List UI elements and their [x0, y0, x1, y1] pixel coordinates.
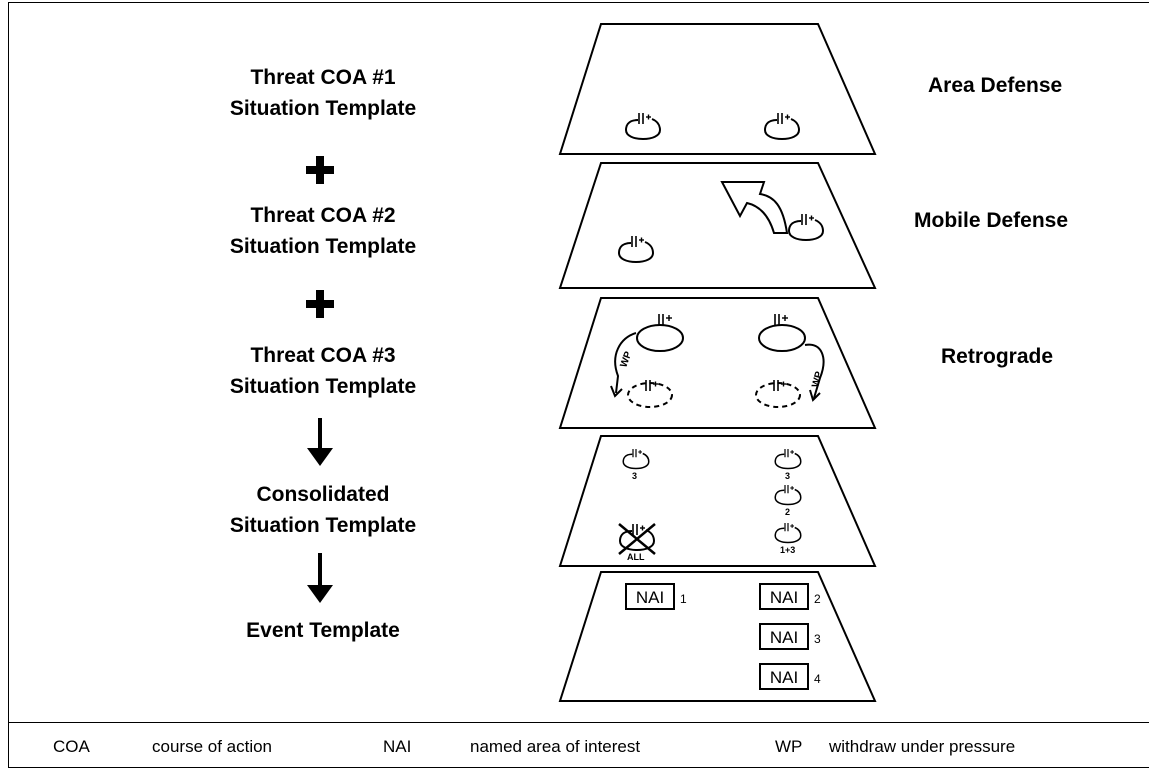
step-threat-coa-2: Threat COA #2 Situation Template	[173, 200, 473, 262]
unit-number: 3	[785, 471, 790, 481]
nai-box-3: NAI 3	[759, 623, 821, 650]
down-arrow-connector-1	[307, 418, 333, 466]
legend-coa-meaning: course of action	[152, 737, 273, 756]
step-consolidated: Consolidated Situation Template	[173, 479, 473, 541]
all-label: ALL	[627, 552, 645, 562]
nai-box-4: NAI 4	[759, 663, 821, 690]
legend-wp-meaning: withdraw under pressure	[829, 737, 1016, 756]
counterattack-arrow-icon	[720, 181, 789, 234]
step-event-template: Event Template	[173, 615, 473, 646]
layer-label-retrograde: Retrograde	[941, 345, 1054, 368]
legend-divider	[8, 722, 1149, 723]
nai-number: 1	[680, 592, 687, 606]
wp-label: WP	[618, 350, 634, 369]
layer-mobile-defense	[558, 162, 877, 289]
nai-number: 4	[814, 672, 821, 686]
nai-box-1: NAI 1	[625, 583, 687, 610]
nai-box-2: NAI 2	[759, 583, 821, 610]
legend-coa-abbr: COA	[53, 737, 90, 756]
step-threat-coa-1: Threat COA #1 Situation Template	[173, 62, 473, 124]
unit-number: 2	[785, 507, 790, 517]
unit-number: 3	[632, 471, 637, 481]
layer-area-defense	[558, 23, 877, 155]
step-line1: Threat COA #2	[250, 204, 396, 227]
step-line1: Threat COA #1	[250, 66, 396, 89]
layer-label-area-defense: Area Defense	[928, 74, 1063, 97]
legend-nai-meaning: named area of interest	[470, 737, 641, 756]
plus-connector-1	[306, 156, 334, 184]
layer-consolidated: 3 3 2 1+3 ALL	[558, 435, 877, 567]
down-arrow-connector-2	[307, 553, 333, 603]
step-line2: Situation Template	[229, 235, 417, 258]
step-line1: Event Template	[246, 619, 400, 642]
step-line2: Situation Template	[229, 375, 417, 398]
layer-event-template: NAI 1 NAI 2 NAI 3 NAI 4	[558, 571, 877, 702]
step-line2: Situation Template	[229, 514, 417, 537]
plus-connector-2	[306, 290, 334, 318]
layer-retrograde: WP WP	[558, 297, 877, 429]
diagram-frame	[8, 2, 1149, 768]
step-line2: Situation Template	[229, 97, 417, 120]
nai-label: NAI	[770, 668, 798, 687]
legend-nai-abbr: NAI	[383, 737, 412, 756]
eliminated-unit-icon	[618, 523, 656, 555]
wp-label: WP	[810, 370, 825, 389]
nai-label: NAI	[770, 628, 798, 647]
nai-label: NAI	[770, 588, 798, 607]
legend-wp-abbr: WP	[775, 737, 803, 756]
nai-label: NAI	[636, 588, 664, 607]
step-threat-coa-3: Threat COA #3 Situation Template	[173, 340, 473, 402]
step-line1: Consolidated	[256, 483, 390, 506]
nai-number: 3	[814, 632, 821, 646]
step-line1: Threat COA #3	[250, 344, 396, 367]
nai-number: 2	[814, 592, 821, 606]
layer-label-mobile-defense: Mobile Defense	[914, 209, 1069, 232]
unit-number: 1+3	[780, 545, 795, 555]
